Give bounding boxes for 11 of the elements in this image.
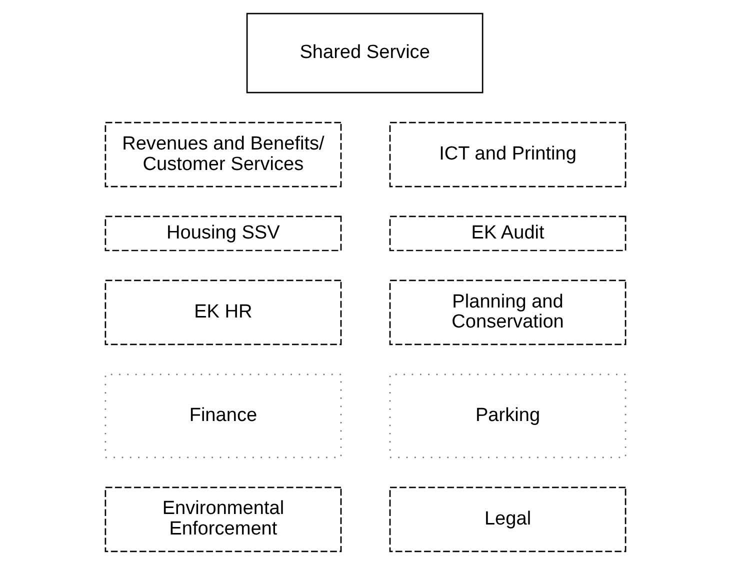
node-box: Environmental Enforcement <box>104 486 342 552</box>
node-box: Shared Service <box>246 12 484 94</box>
node-box: EK HR <box>104 280 342 346</box>
node-box: Revenues and Benefits/ Customer Services <box>104 122 342 188</box>
node-box: Housing SSV <box>104 216 342 252</box>
node-box: EK Audit <box>389 216 626 252</box>
node-box: ICT and Printing <box>389 122 626 188</box>
node-box: Parking <box>389 374 626 458</box>
node-box: Legal <box>389 486 626 552</box>
node-box: Finance <box>104 374 342 458</box>
node-box: Planning and Conservation <box>389 280 626 346</box>
